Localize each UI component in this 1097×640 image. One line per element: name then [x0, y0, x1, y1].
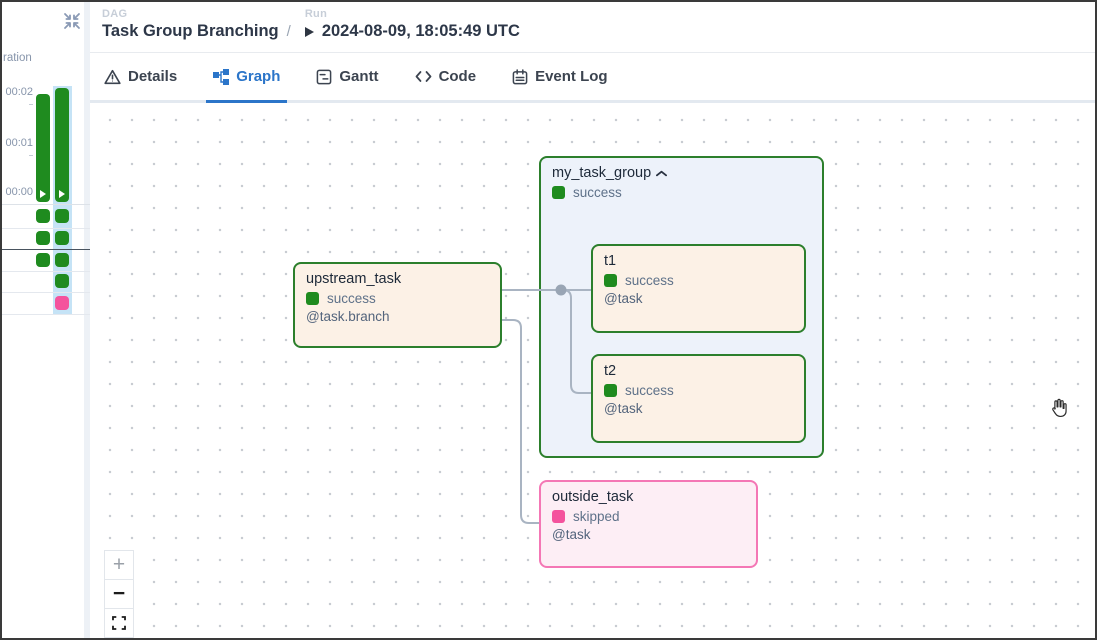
success-state-square: [306, 292, 319, 305]
task-square-success[interactable]: [55, 231, 69, 245]
task-square-success[interactable]: [55, 274, 69, 288]
task-decorator: @task: [552, 527, 591, 542]
gantt-icon: [317, 69, 332, 84]
task-square-success[interactable]: [36, 253, 50, 267]
task-square-success[interactable]: [55, 253, 69, 267]
event-log-icon: [512, 68, 528, 84]
tab-event-log[interactable]: Event Log: [512, 53, 608, 100]
run-duration-bar-selected[interactable]: [55, 88, 69, 202]
task-state-label: skipped: [573, 509, 620, 524]
tab-graph[interactable]: Graph: [206, 53, 288, 103]
task-state-label: success: [625, 273, 674, 288]
dag-title[interactable]: Task Group Branching: [102, 22, 279, 40]
dag-label: DAG: [102, 8, 128, 20]
duration-tick: 00:00: [2, 186, 33, 210]
task-title: upstream_task: [306, 271, 402, 287]
grab-hand-icon: [1047, 396, 1069, 425]
task-title: outside_task: [552, 489, 634, 505]
run-label: Run: [304, 8, 328, 20]
task-square-success[interactable]: [36, 231, 50, 245]
edge-layer: [502, 284, 591, 524]
skipped-state-square: [552, 510, 565, 523]
task-title: t2: [604, 363, 617, 379]
duration-tick: 00:01: [2, 137, 33, 161]
run-duration-bar[interactable]: [36, 94, 50, 202]
success-state-square: [604, 384, 617, 397]
row-divider-dark: [2, 249, 90, 250]
task-square-success[interactable]: [55, 209, 69, 223]
tab-code[interactable]: Code: [415, 53, 476, 100]
duration-tick: 00:02: [2, 86, 33, 110]
zoom-out-button[interactable]: −: [104, 579, 134, 609]
canvas-controls: + −: [104, 550, 134, 638]
fit-view-icon: [112, 616, 126, 630]
collapse-grid-icon[interactable]: [61, 11, 83, 33]
row-divider: [2, 228, 90, 229]
tab-bar: Details Graph Gantt: [90, 53, 1095, 103]
row-divider: [2, 314, 90, 315]
task-state-label: success: [625, 383, 674, 398]
group-state-label: success: [573, 185, 622, 200]
grid-sidebar: ration 00:02 00:01 00:00: [2, 2, 90, 638]
task-square-success[interactable]: [36, 209, 50, 223]
task-decorator: @task.branch: [306, 309, 390, 324]
task-decorator: @task: [604, 401, 643, 416]
graph-icon: [213, 68, 230, 85]
task-title: t1: [604, 253, 617, 269]
task-node-t1[interactable]: t1 success @task: [591, 244, 806, 333]
edge-junction-dot: [555, 284, 567, 296]
compress-arrows-icon: [64, 13, 80, 29]
tab-details[interactable]: Details: [104, 53, 177, 100]
task-node-outside-task[interactable]: outside_task skipped @task: [539, 480, 758, 568]
tab-gantt[interactable]: Gantt: [316, 53, 379, 100]
edge-upstream-to-outside-task: [502, 319, 539, 524]
row-divider: [2, 292, 90, 293]
edge-upstream-to-t2: [561, 289, 591, 394]
row-divider: [2, 271, 90, 272]
code-icon: [415, 71, 431, 82]
main-panel: DAG Task Group Branching / Run 2024-08-0…: [90, 2, 1095, 638]
task-node-upstream-task[interactable]: upstream_task success @task.branch: [293, 262, 502, 348]
chevron-up-icon[interactable]: [656, 170, 668, 177]
task-square-skipped[interactable]: [55, 296, 69, 310]
graph-canvas[interactable]: my_task_group success upstream_task: [90, 103, 1095, 638]
run-id-value[interactable]: 2024-08-09, 18:05:49 UTC: [321, 22, 520, 40]
task-decorator: @task: [604, 291, 643, 306]
run-play-icon: [40, 190, 46, 198]
task-state-label: success: [327, 291, 376, 306]
zoom-in-button[interactable]: +: [104, 550, 134, 580]
fit-view-button[interactable]: [104, 608, 134, 638]
run-play-icon: [59, 190, 65, 198]
success-state-square: [604, 274, 617, 287]
task-node-t2[interactable]: t2 success @task: [591, 354, 806, 443]
breadcrumb-separator: /: [286, 23, 291, 40]
play-icon: [304, 26, 314, 37]
duration-axis-label: ration: [3, 52, 32, 64]
group-title: my_task_group: [552, 165, 652, 181]
warning-triangle-icon: [104, 69, 121, 84]
success-state-square: [552, 186, 565, 199]
breadcrumb: DAG Task Group Branching / Run 2024-08-0…: [90, 2, 1095, 53]
duration-axis-line: [2, 204, 90, 205]
